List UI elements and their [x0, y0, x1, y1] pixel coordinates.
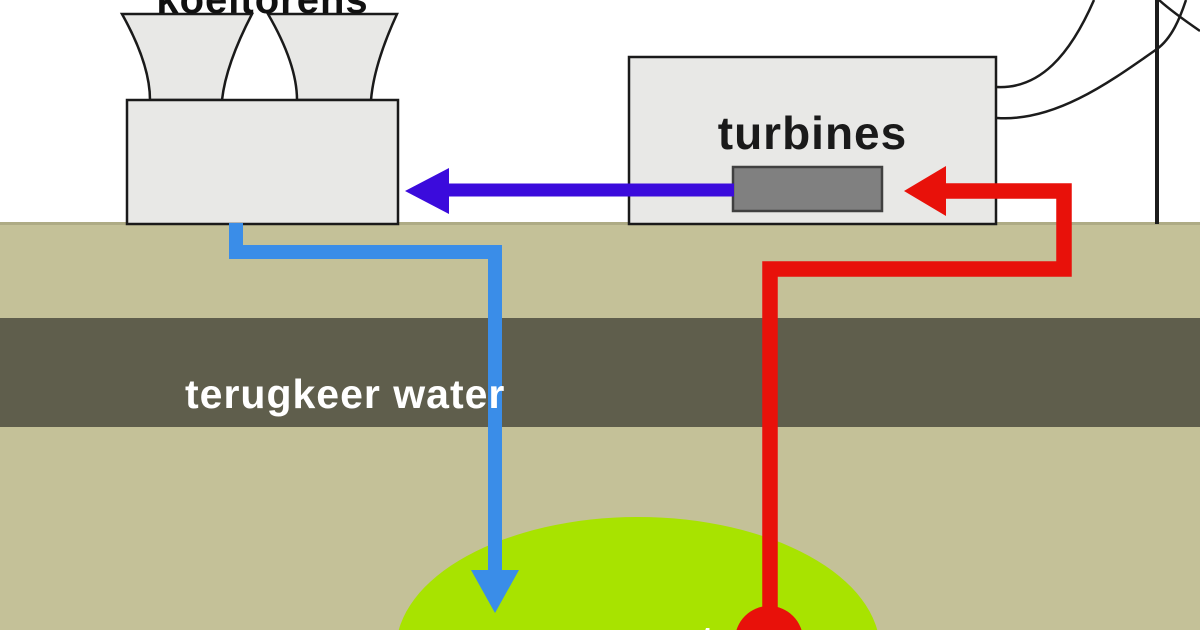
power-wire-upper — [996, 0, 1096, 89]
hot-water-pipe — [762, 183, 1072, 612]
power-wire-lower — [996, 0, 1188, 120]
power-wire-corner — [1158, 0, 1200, 33]
cooling-towers-label: koeltorens — [156, 0, 369, 22]
cooling-tower-right — [265, 12, 399, 102]
cooling-tower-left — [119, 12, 255, 102]
hot-water-arrowhead — [904, 166, 946, 216]
hot-water-reservoir — [398, 517, 878, 630]
return-water-label: terugkeer water — [185, 371, 506, 417]
steam-arrowhead — [405, 168, 449, 214]
generator-block — [731, 165, 884, 213]
ground-surface-line — [0, 222, 1200, 225]
cold-water-pipe — [229, 223, 502, 576]
cold-water-arrowhead — [471, 570, 519, 613]
turbines-label: turbines — [717, 107, 908, 159]
hot-water-reservoir-label: warm water — [500, 621, 780, 630]
clay-band-layer — [0, 318, 1200, 427]
hot-water-source-dot — [736, 606, 802, 630]
cooling-tower-building — [125, 98, 400, 226]
